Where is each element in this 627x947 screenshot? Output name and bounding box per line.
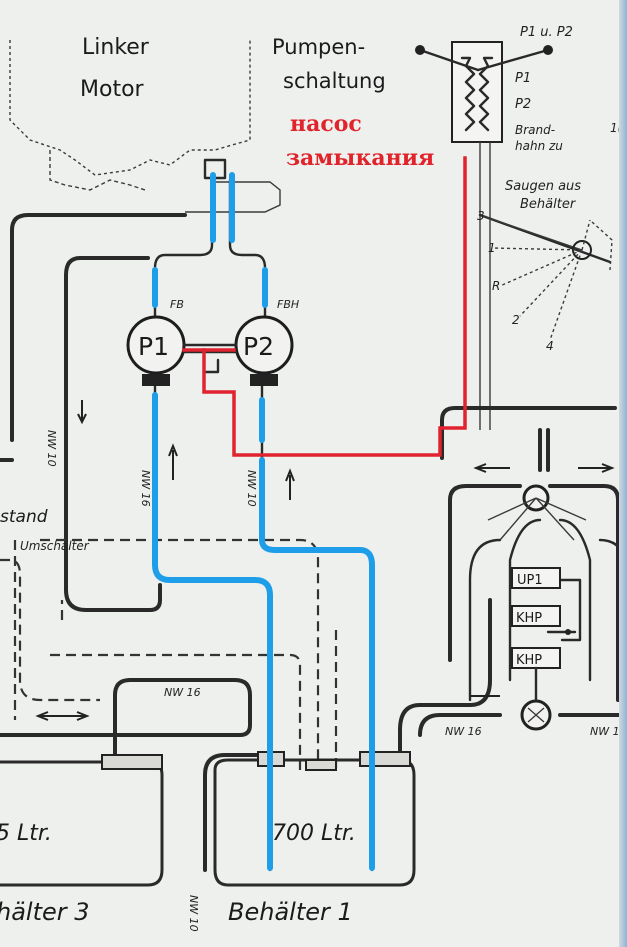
label-linker: Linker	[82, 35, 150, 60]
pump-switch-valve	[415, 41, 553, 430]
label-tank-left-capacity: 5 Ltr.	[0, 821, 52, 846]
label-khp-1: KHP	[516, 611, 542, 626]
label-tank-left-name: hälter 3	[0, 898, 90, 926]
red-closing-circuit	[182, 156, 467, 457]
label-motor: Motor	[80, 77, 145, 102]
left-engine-outline	[9, 40, 281, 213]
right-component-boxes: UP1 KHP KHP	[511, 567, 571, 702]
label-khp-2: KHP	[516, 653, 542, 668]
label-nw16-far-right: NW 1	[590, 725, 620, 738]
label-tank-right-name: Behälter 1	[228, 898, 353, 926]
label-brand: Brand-	[515, 123, 555, 137]
central-distributor-valve	[487, 484, 587, 731]
khp-box-1	[511, 605, 561, 627]
label-nw16-bottom: NW 16	[164, 686, 201, 699]
tank-right: 700 Ltr. Behälter 1	[213, 751, 416, 926]
label-fb: FB	[170, 298, 184, 311]
label-pump-p2: P2	[243, 332, 274, 361]
dashed-pipes	[0, 538, 338, 770]
blue-highlight-lines	[152, 172, 375, 871]
label-ru-nasos: насос	[290, 111, 362, 137]
dial-mark-r: R	[492, 279, 500, 293]
window-edge-strip	[619, 0, 627, 947]
flow-arrows	[35, 400, 615, 721]
label-valve-p2: P2	[515, 97, 531, 112]
label-tank-right-capacity: 700 Ltr.	[272, 821, 356, 846]
label-stand: stand	[0, 507, 48, 527]
dial-mark-4: 4	[546, 339, 554, 353]
label-p1-u-p2: P1 u. P2	[520, 25, 573, 40]
tank-left: 5 Ltr. hälter 3	[0, 754, 164, 926]
label-valve-p1: P1	[515, 71, 531, 86]
label-pumpen: Pumpen-	[272, 35, 365, 59]
dial-mark-3: 3	[477, 209, 485, 223]
label-ru-zamykaniya: замыкания	[286, 145, 434, 171]
label-nw10-bottom: NW 10	[187, 895, 200, 932]
label-behalter-dial: Behälter	[520, 197, 577, 212]
label-pump-p1: P1	[138, 332, 169, 361]
dial-mark-1: 1	[488, 241, 496, 255]
label-saugen-aus: Saugen aus	[505, 179, 581, 194]
tank-selector-dial: Saugen aus Behälter 3 1 R 2 4	[477, 179, 613, 353]
dial-mark-2: 2	[512, 313, 520, 327]
label-nw16-right: NW 16	[445, 725, 482, 738]
label-nw10-mid: NW 10	[245, 470, 258, 507]
pump-p1: P1	[126, 315, 186, 386]
label-fbh: FBH	[277, 298, 299, 311]
label-schaltung: schaltung	[283, 69, 386, 93]
label-nw10-left: NW 10	[45, 430, 58, 467]
label-umschalter: Umschalter	[20, 539, 90, 553]
pump-p2: P2	[234, 315, 294, 386]
label-up1: UP1	[517, 573, 543, 588]
label-hahn-zu: hahn zu	[515, 139, 563, 153]
up1-box	[511, 567, 561, 589]
label-nw16-left: NW 16	[139, 470, 152, 507]
